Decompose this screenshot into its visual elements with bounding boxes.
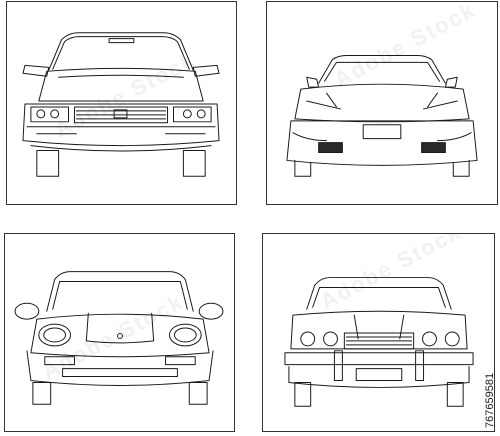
sports-coupe-front-drawing [286,54,478,177]
car-panel-classic-coupe: Adobe Stock [262,233,495,432]
car-panel-sports-coupe: Adobe Stock [266,1,498,205]
stock-id-label: 767659581 [484,372,496,428]
classic-coupe-front-drawing [284,277,474,407]
sedan-front-drawing [22,32,220,177]
car-panel-sedan: Adobe Stock [6,1,237,205]
car-panel-roadster: Adobe Stock [4,233,235,432]
roadster-front-drawing [14,271,224,405]
